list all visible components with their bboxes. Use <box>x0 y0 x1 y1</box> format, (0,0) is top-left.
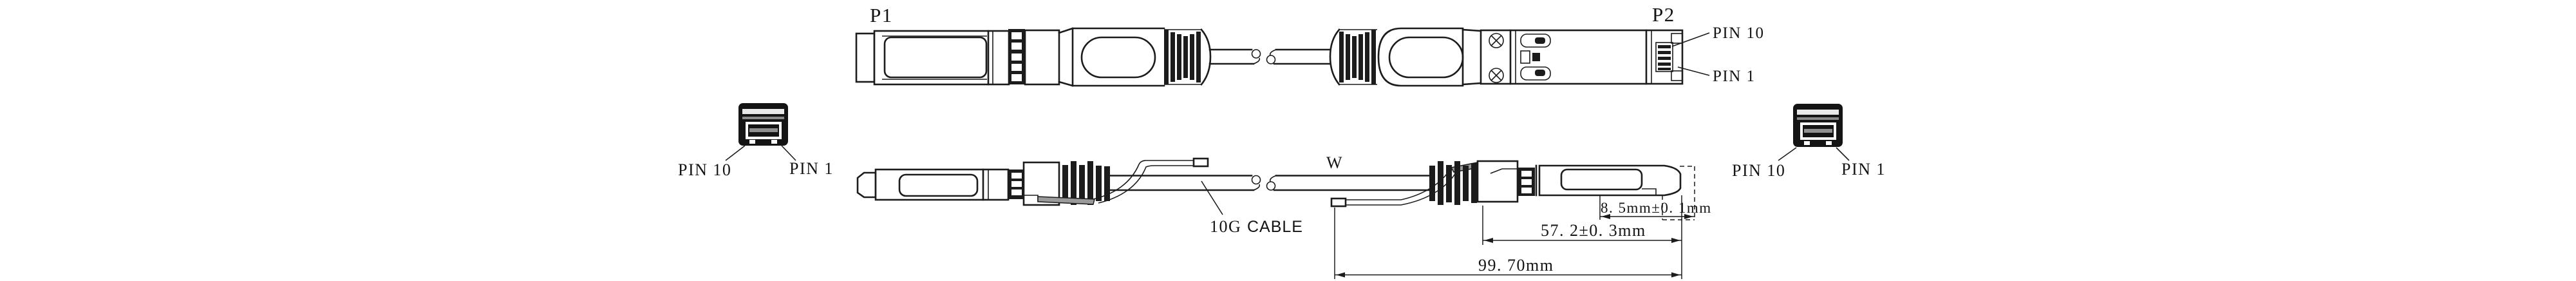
p1-connector-top-view <box>855 27 1212 87</box>
side-left-connector <box>856 157 1209 206</box>
p2-latch-mechanism <box>1509 29 1551 85</box>
left-connector-face-view: PIN 10 PIN 1 <box>678 103 834 179</box>
p2-body <box>1480 29 1684 85</box>
right-face-pin1-leader <box>1836 147 1850 161</box>
right-connector-face-view: PIN 10 PIN 1 <box>1732 104 1886 180</box>
p2-connector-top-view <box>1329 27 1684 87</box>
cable-side-view <box>1109 175 1430 191</box>
left-face-pin1-leader <box>781 145 796 161</box>
cable-type-label: 10G <box>1210 217 1241 236</box>
right-face-pin10-label: PIN 10 <box>1732 161 1785 180</box>
p2-pin10-leader <box>1671 32 1710 47</box>
p1-handle-shell <box>1071 27 1165 87</box>
left-face-pin10-leader <box>725 145 746 161</box>
p2-pin10-label: PIN 10 <box>1713 24 1765 42</box>
left-face-pin1-label: PIN 1 <box>789 159 834 178</box>
side-view-assembly: 10G CABLE W <box>856 153 1695 236</box>
dim-housing-length: 57. 2±0. 3mm <box>1483 221 1682 243</box>
p2-screw-top <box>1489 33 1504 48</box>
right-face-pin1-label: PIN 1 <box>1841 160 1886 179</box>
side-left-tab-end <box>1192 157 1209 168</box>
side-right-label-recess <box>1560 168 1643 191</box>
p2-label: P2 <box>1652 3 1675 26</box>
cable-label-leader <box>1201 180 1223 215</box>
side-right-crimp-block <box>1476 160 1519 203</box>
side-left-bellows <box>1062 161 1110 205</box>
p2-handle-grip <box>1388 36 1464 79</box>
side-left-emi-ladder <box>1008 170 1025 199</box>
p1-nose <box>855 32 876 83</box>
top-view-assembly: P1 <box>855 3 1765 87</box>
side-left-label-recess <box>898 173 979 197</box>
side-left-nose <box>856 171 877 199</box>
side-right-bellows <box>1429 161 1477 205</box>
cable-top-view <box>1208 48 1331 65</box>
p1-latch-block <box>1024 29 1060 86</box>
side-right-hidden-outline <box>1662 166 1695 220</box>
p2-pin1-leader <box>1677 66 1710 76</box>
p2-pin-block <box>1655 42 1673 72</box>
side-right-emi-ladder <box>1518 168 1535 196</box>
dim-plug-depth-text: 8. 5mm±0. 1mm <box>1601 200 1712 216</box>
p1-emi-ladder <box>1008 29 1025 84</box>
left-face-pin10-label: PIN 10 <box>678 160 731 179</box>
p1-label-recess <box>883 36 988 79</box>
side-right-body <box>1538 164 1682 197</box>
p2-screw-bottom <box>1489 68 1504 83</box>
p1-label: P1 <box>870 4 893 26</box>
p1-strain-boot <box>1164 28 1212 86</box>
side-left-pull-tab <box>1037 157 1209 205</box>
right-face-pin10-leader <box>1778 147 1797 161</box>
p1-handle-grip <box>1080 36 1156 79</box>
cable-word-label: CABLE <box>1247 218 1303 236</box>
side-right-connector <box>1330 160 1695 220</box>
cable-width-label: W <box>1326 153 1343 172</box>
dim-plug-depth: 8. 5mm±0. 1mm <box>1600 200 1712 219</box>
dim-overall-length: 99. 70mm <box>1335 256 1682 278</box>
side-right-tab-end <box>1330 197 1347 208</box>
dimension-annotations: 8. 5mm±0. 1mm 57. 2±0. 3mm 99. 70mm <box>1334 195 1712 279</box>
p2-pin1-label: PIN 1 <box>1713 68 1756 85</box>
dim-housing-length-text: 57. 2±0. 3mm <box>1541 221 1646 240</box>
dim-overall-length-text: 99. 70mm <box>1478 256 1554 275</box>
side-left-body <box>874 168 1010 201</box>
p2-strain-boot <box>1329 28 1377 86</box>
